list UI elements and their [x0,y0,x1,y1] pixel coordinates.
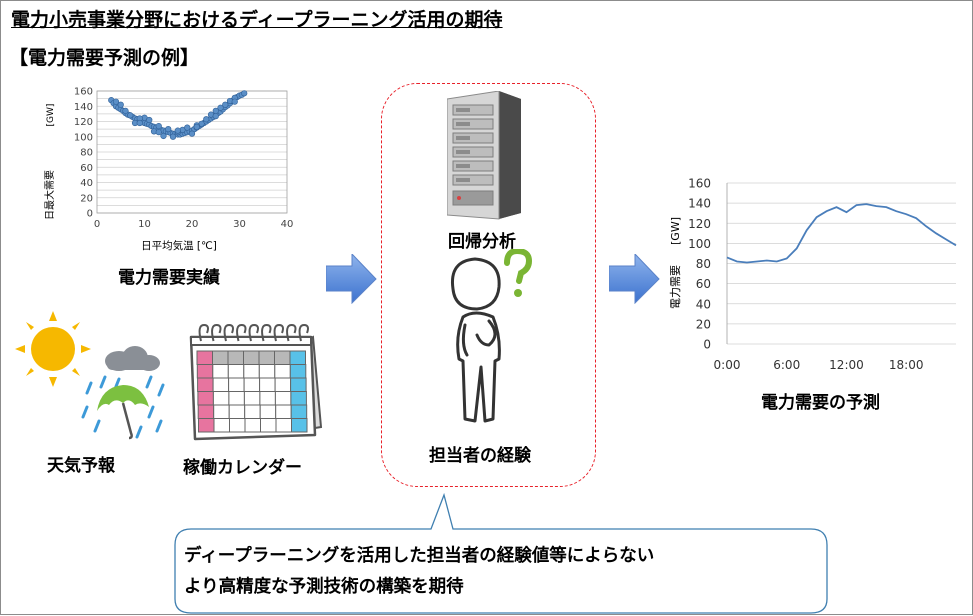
scatter-point [136,119,143,127]
right-arrow-icon [609,254,660,304]
scatter-x-tick: 10 [138,219,151,230]
scatter-y-tick: 0 [87,209,93,220]
line-y-tick: 0 [703,338,711,352]
scatter-point [203,116,210,123]
line-y-tick: 100 [688,237,711,251]
page-title: 電力小売事業分野におけるディープラーニング活用の期待 [11,9,503,31]
scatter-y-label: 日最大需要 [43,170,56,220]
scatter-point [217,104,224,111]
callout-line-1: ディープラーニングを活用した担当者の経験値等によらない [184,546,655,566]
line-y-tick: 80 [696,257,711,271]
calendar-caption: 稼働カレンダー [183,458,302,478]
demand-series-line [726,203,957,264]
thinking-person-icon [450,249,533,423]
server-caption: 回帰分析 [448,232,516,252]
scatter-x-tick: 20 [186,219,199,230]
question-mark-icon [504,249,533,297]
scatter-point [146,116,153,124]
scatter-point [155,122,162,130]
scatter-point [188,130,196,137]
line-x-tick: 18:00 [889,358,924,372]
scatter-point [169,133,177,140]
scatter-point [222,101,229,108]
scatter-x-tick: 30 [233,219,246,230]
scatter-point [160,132,167,140]
line-grid [726,182,956,345]
scatter-y-tick: 60 [80,163,93,174]
callout-line-2: より高精度な予測技術の構築を期待 [184,577,464,597]
results-caption: 電力需要実績 [118,268,220,288]
scatter-y-tick: 160 [74,87,93,98]
scatter-point [241,90,248,97]
page-subtitle: 【電力需要予測の例】 [9,47,200,69]
scatter-point [165,126,172,133]
scatter-x-label: 日平均気温 [℃] [141,239,217,252]
umbrella-icon [97,385,149,440]
scatter-y-tick: 20 [80,193,93,204]
scatter-x-tick-labels: 0 10 20 30 40 [94,219,294,230]
server-icon [447,91,521,220]
scatter-x-tick: 0 [94,219,100,230]
scatter-point [231,98,238,105]
scatter-y-tick: 120 [74,117,93,128]
line-x-tick: 12:00 [829,358,864,372]
analysis-group-box [381,83,596,487]
scatter-point [184,124,191,131]
scatter-point [212,113,219,120]
calendar-icon [189,323,323,441]
rain-cloud-icon [81,346,165,440]
line-x-tick: 6:00 [773,358,800,372]
line-y-tick-labels: 0 20 40 60 80 100 120 140 160 [688,177,711,352]
line-y-tick: 40 [696,297,711,311]
scatter-points [108,90,248,140]
scatter-y-tick: 80 [80,148,93,159]
sun-icon [15,311,91,387]
weather-caption: 天気予報 [47,456,115,476]
scatter-point [127,112,134,119]
scatter-y-tick-labels: 0 20 40 60 80 100 120 140 160 [74,87,93,220]
line-x-tick-labels: 0:00 6:00 12:00 18:00 [714,358,924,372]
line-y-tick: 140 [688,197,711,211]
scatter-y-tick: 40 [80,178,93,189]
scatter-point [155,129,162,136]
forecast-caption: 電力需要の予測 [761,393,880,413]
line-y-tick: 20 [696,317,711,331]
scatter-x-tick: 40 [281,219,294,230]
line-y-tick: 160 [688,177,711,191]
line-y-tick: 60 [696,277,711,291]
line-x-tick: 0:00 [714,358,741,372]
scatter-point [174,127,181,134]
scatter-point [193,123,200,130]
line-y-unit: [GW] [669,217,682,245]
right-arrow-icon [326,254,377,304]
scatter-chart: 0 20 40 60 80 100 120 140 160 0 10 20 30 40 日最大需要 [G… [43,87,294,253]
scatter-point [122,107,129,114]
callout-text: ディープラーニングを活用した担当者の経験値等によらない より高精度な予測技術の構… [184,541,654,603]
scatter-y-tick: 100 [74,132,93,143]
line-y-label: 電力需要 [669,265,682,309]
line-y-tick: 120 [688,217,711,231]
scatter-point [117,101,124,108]
scatter-point [112,98,120,105]
scatter-y-tick: 140 [74,102,93,113]
person-caption: 担当者の経験 [429,446,531,466]
scatter-y-unit: [GW] [46,104,56,127]
demand-forecast-chart: 0 20 40 60 80 100 120 140 160 0:00 6:00 12:00 18:00… [669,177,957,372]
